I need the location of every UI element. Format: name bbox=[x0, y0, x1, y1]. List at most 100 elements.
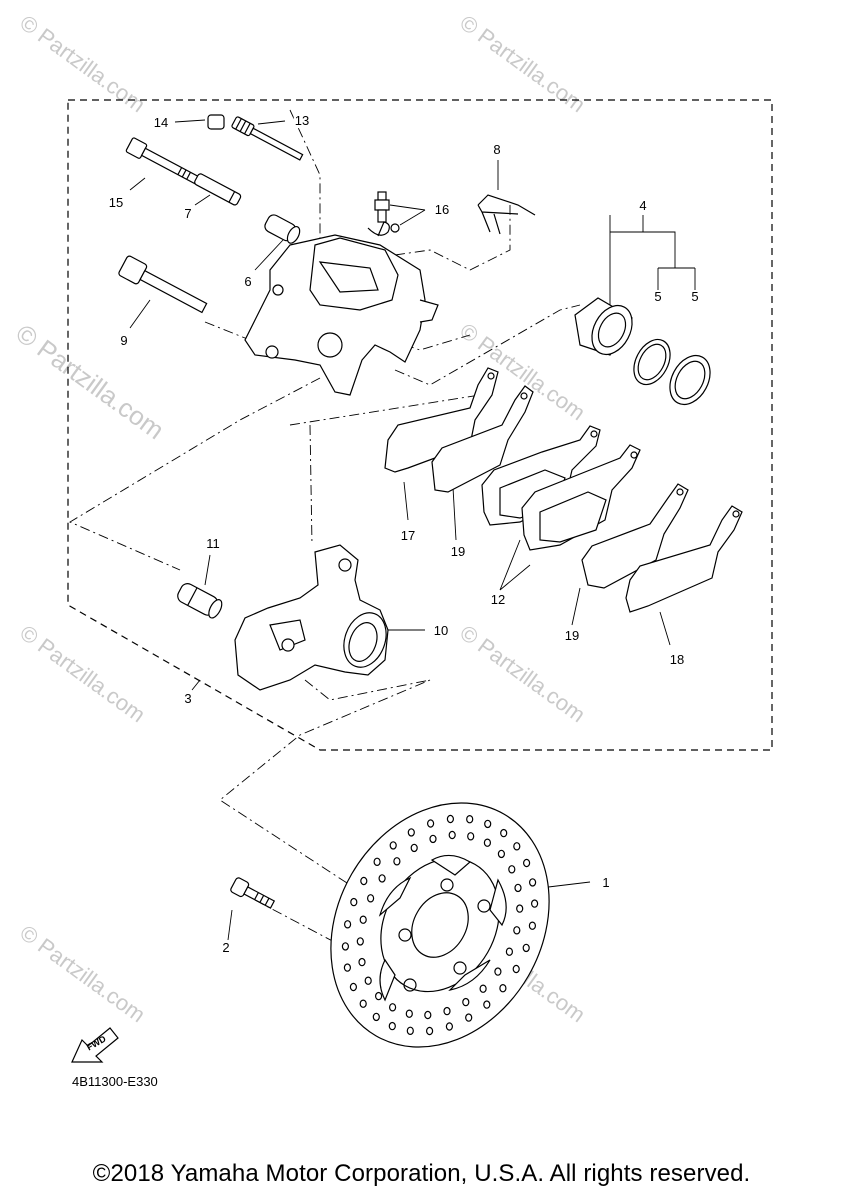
disc-hole bbox=[516, 904, 524, 913]
part-6-boot bbox=[264, 214, 301, 244]
part-12-brake-pad-b bbox=[521, 444, 641, 551]
disc-hole bbox=[424, 1010, 432, 1020]
disc-hole bbox=[393, 857, 401, 866]
disc-hole bbox=[349, 982, 357, 992]
callout-17: 17 bbox=[399, 528, 417, 543]
disc-hole bbox=[388, 1021, 396, 1031]
callout-12: 12 bbox=[489, 592, 507, 607]
part-13-pin bbox=[231, 116, 304, 161]
callout-10: 10 bbox=[432, 623, 450, 638]
disc-hole bbox=[445, 1022, 453, 1031]
part-7-sleeve bbox=[194, 173, 242, 206]
disc-hole bbox=[375, 991, 383, 1001]
disc-hole bbox=[483, 1000, 491, 1009]
disc-hole bbox=[462, 997, 470, 1007]
callout-4: 4 bbox=[638, 198, 648, 213]
disc-hole bbox=[528, 921, 537, 930]
disc-hole bbox=[359, 999, 367, 1008]
callout-5b: 5 bbox=[690, 289, 700, 304]
disc-hole bbox=[359, 915, 367, 924]
disc-hole bbox=[513, 842, 521, 851]
copyright-notice: ©2018 Yamaha Motor Corporation, U.S.A. A… bbox=[92, 1160, 751, 1187]
callout-9: 9 bbox=[119, 333, 129, 348]
caliper-body bbox=[244, 234, 439, 396]
disc-hole bbox=[512, 964, 520, 974]
callout-8: 8 bbox=[492, 142, 502, 157]
disc-hole bbox=[344, 920, 352, 929]
callout-16: 16 bbox=[433, 202, 451, 217]
disc-hole bbox=[514, 883, 522, 893]
part-19-pad-plate-upper bbox=[431, 385, 534, 493]
callout-2: 2 bbox=[221, 940, 231, 955]
disc-hole bbox=[407, 828, 415, 837]
callout-13: 13 bbox=[293, 113, 311, 128]
disc-hole bbox=[341, 942, 349, 951]
diagram-code: 4B11300-E330 bbox=[72, 1074, 158, 1089]
disc-hole bbox=[405, 1009, 413, 1018]
part-15-bolt bbox=[125, 137, 200, 185]
part-5-seal-a bbox=[633, 338, 671, 386]
part-18-shim bbox=[625, 505, 743, 613]
disc-hole bbox=[528, 878, 537, 887]
disc-hole bbox=[465, 1013, 473, 1022]
fwd-arrow bbox=[71, 1027, 119, 1063]
disc-hole bbox=[467, 832, 475, 841]
disc-hole bbox=[448, 830, 456, 840]
part-17-shim bbox=[384, 367, 499, 473]
part-1-brake-disc bbox=[330, 802, 550, 1048]
disc-hole bbox=[429, 834, 437, 844]
disc-hole bbox=[479, 984, 487, 993]
callout-18: 18 bbox=[668, 652, 686, 667]
disc-hole bbox=[494, 967, 502, 976]
disc-hole bbox=[497, 849, 505, 859]
disc-hole bbox=[505, 947, 513, 956]
callout-1: 1 bbox=[601, 875, 611, 890]
callout-11: 11 bbox=[205, 536, 221, 551]
part-8-clip bbox=[477, 194, 536, 235]
disc-hole bbox=[406, 1026, 414, 1036]
disc-hole bbox=[522, 943, 530, 953]
disc-hole bbox=[443, 1006, 451, 1016]
disc-hole bbox=[389, 841, 397, 850]
callout-19a: 19 bbox=[449, 544, 467, 559]
disc-hole bbox=[522, 858, 531, 868]
disc-hole bbox=[500, 828, 508, 838]
part-10-caliper-bracket bbox=[234, 544, 389, 691]
callout-6: 6 bbox=[243, 274, 253, 289]
callout-15: 15 bbox=[107, 195, 125, 210]
disc-hole bbox=[389, 1003, 397, 1012]
disc-hole bbox=[356, 937, 364, 946]
disc-hole bbox=[343, 963, 351, 972]
part-9-bolt bbox=[118, 255, 208, 314]
part-11-boot bbox=[177, 583, 223, 619]
disc-hole bbox=[466, 815, 474, 824]
disc-hole bbox=[499, 984, 507, 993]
disc-hole bbox=[360, 876, 368, 886]
disc-hole bbox=[350, 897, 358, 907]
part-4-piston bbox=[574, 297, 633, 356]
disc-hole bbox=[483, 838, 491, 847]
disc-hole bbox=[530, 899, 539, 908]
disc-hole bbox=[367, 894, 375, 903]
disc-hole bbox=[410, 843, 418, 853]
callout-5a: 5 bbox=[653, 289, 663, 304]
disc-hole bbox=[427, 819, 435, 828]
disc-hole bbox=[364, 976, 372, 985]
disc-hole bbox=[378, 874, 386, 883]
disc-hole bbox=[484, 819, 492, 829]
disc-hole bbox=[446, 814, 454, 824]
disc-hole bbox=[372, 1012, 380, 1022]
disc-hole bbox=[426, 1026, 434, 1036]
callout-19b: 19 bbox=[563, 628, 581, 643]
callout-7: 7 bbox=[183, 206, 193, 221]
callout-14: 14 bbox=[152, 115, 170, 130]
part-19-pad-plate-lower bbox=[581, 483, 689, 589]
part-2-bolt bbox=[230, 877, 276, 909]
part-5-seal-b bbox=[669, 354, 711, 406]
disc-hole bbox=[373, 857, 381, 867]
disc-hole bbox=[358, 957, 366, 967]
disc-hole bbox=[508, 865, 516, 874]
disc-hole bbox=[513, 926, 521, 935]
part-16-bleed-screw bbox=[367, 191, 400, 237]
